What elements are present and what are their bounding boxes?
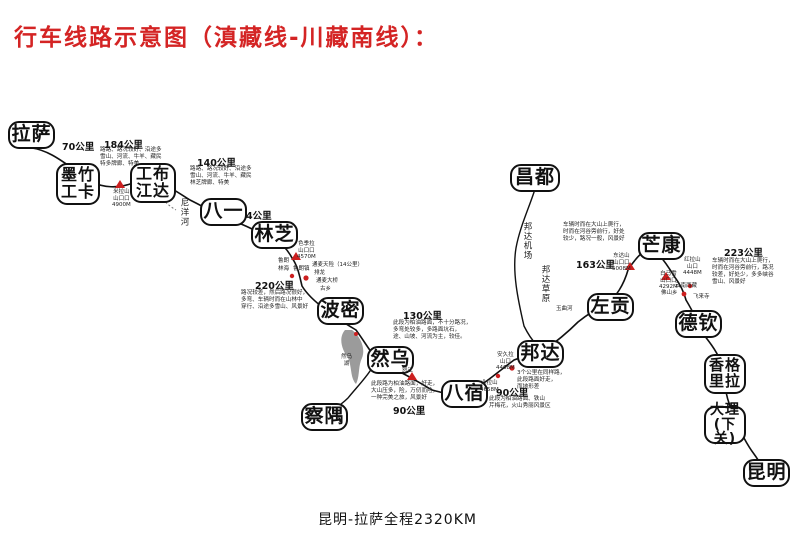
- city-deqin: 德钦: [675, 310, 722, 338]
- pass-marker: [291, 252, 301, 260]
- distance-bomi-ranwu: 130公里: [403, 311, 442, 322]
- distance-basu-bangda: 90公里: [496, 388, 529, 399]
- city-ranwu: 然乌: [367, 346, 414, 374]
- note-gongbu-bayi: 路路、路况较好、沿途多 雪山、河流、牛羊、藏民 林芝牌廊、特美: [190, 166, 252, 186]
- distance-linzhi-bomi: 220公里: [255, 281, 294, 292]
- place-bangda-airport: 邦达机场: [522, 222, 532, 260]
- distance-gongbu-bayi: 140公里: [197, 158, 236, 169]
- pass-yela: 业拉山 4658M: [480, 380, 499, 393]
- place-pailong: 排龙: [314, 270, 326, 276]
- place-ni-yang: 尼洋河: [179, 198, 189, 227]
- place-luyao: 鲁朗镇: [293, 266, 310, 272]
- city-bomi: 波密: [317, 297, 364, 325]
- route-branch-changdu: [514, 185, 537, 345]
- place-lulang: 鲁朗: [278, 258, 290, 264]
- pass-marker: [661, 272, 671, 280]
- distance-bangda-zuogong: 163公里: [576, 260, 615, 271]
- distance-bayi-linzhi: 4公里: [246, 211, 272, 222]
- pass-anjiula: 安久拉 山口 4468M: [496, 352, 515, 371]
- city-changdu: 昌都: [510, 164, 560, 192]
- pass-marker: [407, 372, 417, 380]
- note-ranwu-basu: 此段路为柏油路面，好走， 大山压多，险，万仞而险， 一种完美之旅，风景好: [371, 381, 439, 401]
- pass-dongda: 东达山 山口口 5008M: [612, 253, 631, 272]
- city-dali: 大理(下关): [704, 403, 746, 447]
- note-bangda: 3个公里在同样路， 此段路面好走， 而地形差: [517, 370, 566, 390]
- place-linhai: 林海: [278, 266, 290, 272]
- pass-marker: [115, 180, 125, 188]
- city-linzhi: 林芝: [251, 221, 298, 249]
- place-fozha: 佛山乡: [661, 290, 678, 296]
- place-yuqu: 玉曲河: [556, 306, 573, 312]
- place-gemu: 古乡: [320, 286, 332, 292]
- place-bangda-grassland: 邦达草原: [540, 265, 550, 303]
- town-marker: [303, 275, 309, 281]
- pass-baima: 白马雪 山口口 4292M: [659, 271, 678, 290]
- city-bayi: 八一: [200, 198, 247, 226]
- note-bomi-ranwu: 此段为柏油路面，不十分路况， 多弯处较多，多路面坑石， 途、山坡、河流为主，较佳…: [393, 320, 472, 340]
- pass-hongla: 红拉山 山口 4448M: [683, 257, 702, 276]
- total-distance-caption: 昆明-拉萨全程2320KM: [318, 512, 477, 528]
- ranwu-lake: [341, 330, 364, 384]
- city-shangrila: 香格里拉: [704, 354, 746, 394]
- distance-lhasa-mozhu: 70公里: [62, 142, 95, 153]
- pass-marker: [625, 262, 635, 270]
- town-marker: [681, 291, 687, 297]
- place-feilaisi: 飞来寺: [693, 294, 710, 300]
- place-tongmai-bridge: 通麦大桥: [316, 278, 339, 284]
- place-yunnan: 云南西藏: [675, 283, 698, 289]
- place-ranwu-lake: 然乌 湖: [341, 354, 353, 367]
- distance-mozhu-gongbu: 184公里: [104, 140, 143, 151]
- town-marker: [495, 373, 501, 379]
- note-basu-bangda: 此段为柏油路面、铁山 芹梅花，火山秀丽风景区: [489, 396, 551, 409]
- town-marker: [289, 273, 295, 279]
- city-bangda: 邦达: [517, 340, 564, 368]
- place-tongmai: 通麦天险（14公里）: [312, 262, 363, 268]
- city-gongbujiangda: 工布江达: [130, 163, 176, 203]
- pass-mila: 米拉山 山口口 4900M: [112, 189, 131, 208]
- town-marker: [509, 365, 515, 371]
- distance-ranwu-basu: 90公里: [393, 406, 426, 417]
- pass-sejila: 色季拉 山口口 4570M: [297, 241, 316, 260]
- note-zuogong-mangkang: 车辆时而在大山上爬行， 时而在河谷旁前行，好处 较少，路况一般，风景好: [563, 222, 625, 242]
- city-basu: 八宿: [441, 380, 488, 408]
- note-mangkang-deqin: 车辆时而在大山上爬行， 时而在河谷旁前行，路况 较差，好处少，多多峡谷 雪山、风…: [712, 258, 774, 285]
- distance-mangkang-deqin: 223公里: [724, 248, 763, 259]
- city-mozhugongka: 墨竹工卡: [56, 163, 100, 205]
- city-chawalong: 察隅: [301, 403, 348, 431]
- place-nujiang: 怒江: [402, 368, 414, 374]
- city-zuogong: 左贡: [587, 293, 634, 321]
- town-marker: [687, 283, 693, 289]
- page-title: 行车线路示意图（滇藏线-川藏南线）：: [14, 25, 440, 51]
- note-linzhi-bomi: 路况较差，然后路况很好， 多弯、车辆时而在山林中 穿行、沿途多雪山、风景好: [241, 290, 309, 310]
- city-kunming: 昆明: [743, 459, 790, 487]
- note-mozhu-gongbu: 路路、路况较好、沿途多 雪山、河流、牛羊、藏民 特多牌廊、特美: [100, 147, 162, 167]
- city-lhasa: 拉萨: [8, 121, 55, 149]
- town-marker: [354, 332, 358, 336]
- city-mangkang: 芒康: [638, 232, 685, 260]
